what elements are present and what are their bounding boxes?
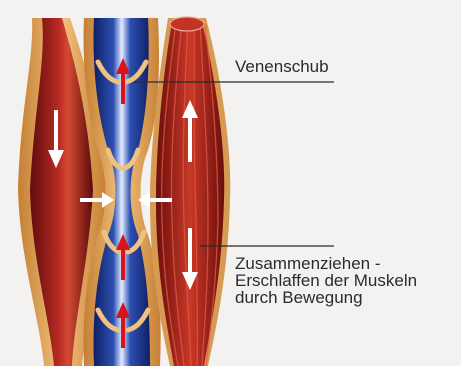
label-venous-thrust: Venenschub bbox=[235, 58, 329, 75]
label-muscle-action-line-1: Zusammenziehen - bbox=[235, 255, 417, 272]
muscle bbox=[150, 17, 230, 366]
label-muscle-action: Zusammenziehen - Erschlaffen der Muskeln… bbox=[235, 255, 417, 306]
label-muscle-action-line-3: durch Bewegung bbox=[235, 289, 417, 306]
label-muscle-action-line-2: Erschlaffen der Muskeln bbox=[235, 272, 417, 289]
muscle-top-cap bbox=[170, 17, 204, 31]
